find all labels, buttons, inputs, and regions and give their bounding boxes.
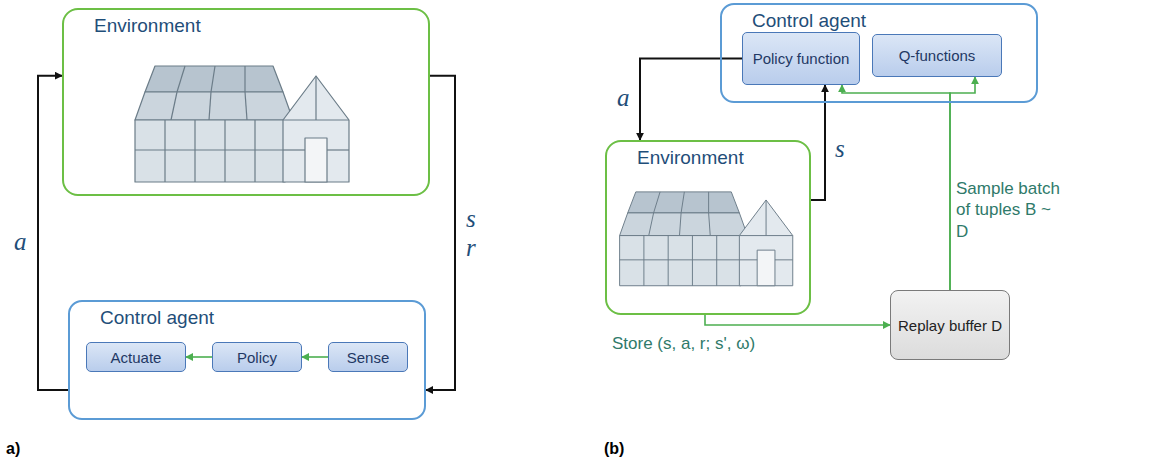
process-box: Policy function xyxy=(742,32,860,85)
box-label: Sense xyxy=(341,347,396,368)
edge-label: Store (s, a, r; s', ω) xyxy=(612,333,755,354)
buffer-box: Replay buffer D xyxy=(890,290,1010,360)
connector-arrow xyxy=(302,356,328,358)
panel-label: (b) xyxy=(604,440,624,458)
signal-label: s r xyxy=(466,205,480,263)
signal-label: a xyxy=(14,228,27,257)
panel-label: a) xyxy=(6,440,20,458)
box-label: Actuate xyxy=(105,347,168,368)
process-box: Sense xyxy=(328,342,408,372)
connector-arrow xyxy=(426,76,455,390)
environment-box: Environment xyxy=(62,8,430,196)
box-label: Replay buffer D xyxy=(892,315,1008,336)
connector-arrow xyxy=(186,356,212,358)
box-heading: Environment xyxy=(64,10,428,37)
box-heading: Control agent xyxy=(722,5,1036,32)
box-heading: Environment xyxy=(607,142,809,169)
greenhouse-icon xyxy=(135,66,349,182)
box-label: Policy xyxy=(231,347,283,368)
agent-box: Control agentPolicy function Q-functions xyxy=(720,3,1038,103)
signal-label: s xyxy=(835,135,845,164)
greenhouse-icon xyxy=(620,192,793,286)
process-box: Actuate xyxy=(86,342,186,372)
box-label: Q-functions xyxy=(893,45,982,66)
edge-label: Sample batch of tuples B ~ D xyxy=(956,178,1060,242)
agent-box: Control agentActuate Policy Sense xyxy=(68,300,426,420)
connector-arrow xyxy=(705,315,890,325)
process-box: Policy xyxy=(212,342,302,372)
environment-box: Environment xyxy=(605,140,811,315)
box-label: Policy function xyxy=(747,48,856,69)
process-box: Q-functions xyxy=(872,34,1002,77)
signal-label: a xyxy=(617,84,630,113)
connector-arrow xyxy=(640,59,742,141)
box-heading: Control agent xyxy=(70,302,424,329)
connector-arrow xyxy=(842,85,950,290)
